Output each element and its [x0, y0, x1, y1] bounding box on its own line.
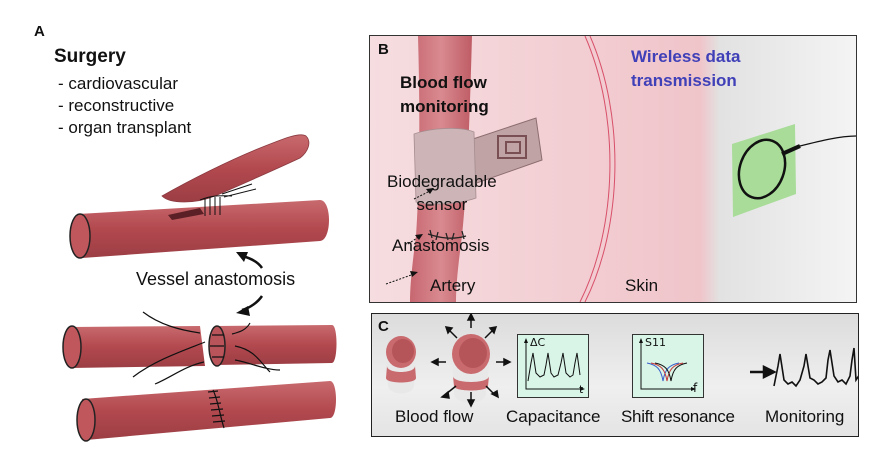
- step-label-shift-resonance: Shift resonance: [621, 407, 735, 426]
- sensor-cuff-expanded: [452, 334, 490, 403]
- res-x-label: f: [693, 381, 698, 395]
- resonance-curve-blue: [646, 362, 680, 382]
- vessel-bottom: [82, 381, 336, 440]
- sutured-seam: [207, 389, 226, 429]
- surgery-item: - organ transplant: [58, 118, 192, 137]
- panel-b-letter: B: [378, 41, 389, 58]
- anastomosis-sutures: [427, 229, 467, 241]
- sensor-label-line: sensor: [416, 195, 468, 214]
- arrow-up-head: [236, 252, 248, 262]
- wireless-line: transmission: [631, 71, 737, 90]
- suture-top: [199, 183, 257, 216]
- capacitance-plot: ΔC t: [517, 334, 589, 398]
- vessel-mid-right: [215, 325, 337, 365]
- heading-line: monitoring: [400, 97, 489, 116]
- panel-c: C: [371, 313, 859, 437]
- surgery-item: - cardiovascular: [58, 74, 178, 93]
- reader-cable: [781, 135, 856, 155]
- blood-flow-monitoring-heading: Blood flow monitoring: [400, 71, 489, 119]
- heading-line: Blood flow: [400, 73, 487, 92]
- artery-label: Artery: [430, 276, 476, 295]
- panel-a-letter: A: [34, 23, 45, 40]
- cap-axes: [525, 341, 582, 390]
- step-label-blood-flow: Blood flow: [395, 407, 474, 426]
- skin-label: Skin: [625, 276, 659, 295]
- skin-boundary: [579, 36, 611, 302]
- wireless-line: Wireless data: [631, 47, 741, 66]
- anastomosis-label: Anastomosis: [392, 236, 490, 255]
- res-axes: [640, 341, 693, 390]
- capacitance-waveform: [527, 352, 581, 382]
- vessel-anastomosis-label: Vessel anastomosis: [136, 269, 296, 289]
- wireless-heading: Wireless data transmission: [631, 45, 740, 93]
- cap-x-label: t: [579, 383, 584, 396]
- step-label-monitoring: Monitoring: [765, 407, 845, 426]
- surgery-item: - reconstructive: [58, 96, 175, 115]
- panel-a-illustration: [62, 134, 337, 442]
- vessel-top: [78, 200, 329, 258]
- incision: [168, 208, 204, 220]
- sensor-label-line: Biodegradable: [387, 172, 497, 191]
- step-label-capacitance: Capacitance: [506, 407, 601, 426]
- resonance-curve-red: [650, 362, 684, 382]
- panel-b-illustration: [385, 36, 856, 302]
- monitoring-waveform: [773, 347, 858, 388]
- artery-arrow: [385, 273, 415, 285]
- resonance-plot: S11 f: [632, 334, 704, 398]
- reader-coil: [737, 138, 787, 200]
- cap-y-label: ΔC: [530, 336, 546, 349]
- biodegradable-sensor: [413, 128, 477, 205]
- expansion-arrows: [430, 314, 512, 408]
- surgery-title: Surgery: [54, 46, 126, 67]
- res-y-label: S11: [645, 336, 666, 349]
- surgery-list: - cardiovascular - reconstructive - orga…: [58, 73, 191, 139]
- sensor-cuff-relaxed: [386, 336, 416, 394]
- sensor-label: Biodegradable sensor: [387, 170, 497, 216]
- loose-sutures: [132, 311, 281, 385]
- arrow-down-head: [236, 306, 250, 316]
- panel-b: B Blood flow monitoring Wireless data tr…: [369, 35, 857, 303]
- vessel-mid-left: [70, 326, 205, 368]
- panel-c-letter: C: [378, 318, 389, 335]
- resonance-curve-black: [654, 362, 688, 382]
- graft-vessel: [161, 134, 310, 203]
- vessel-top-opening: [69, 213, 91, 259]
- wireless-reader-plate: [732, 124, 796, 217]
